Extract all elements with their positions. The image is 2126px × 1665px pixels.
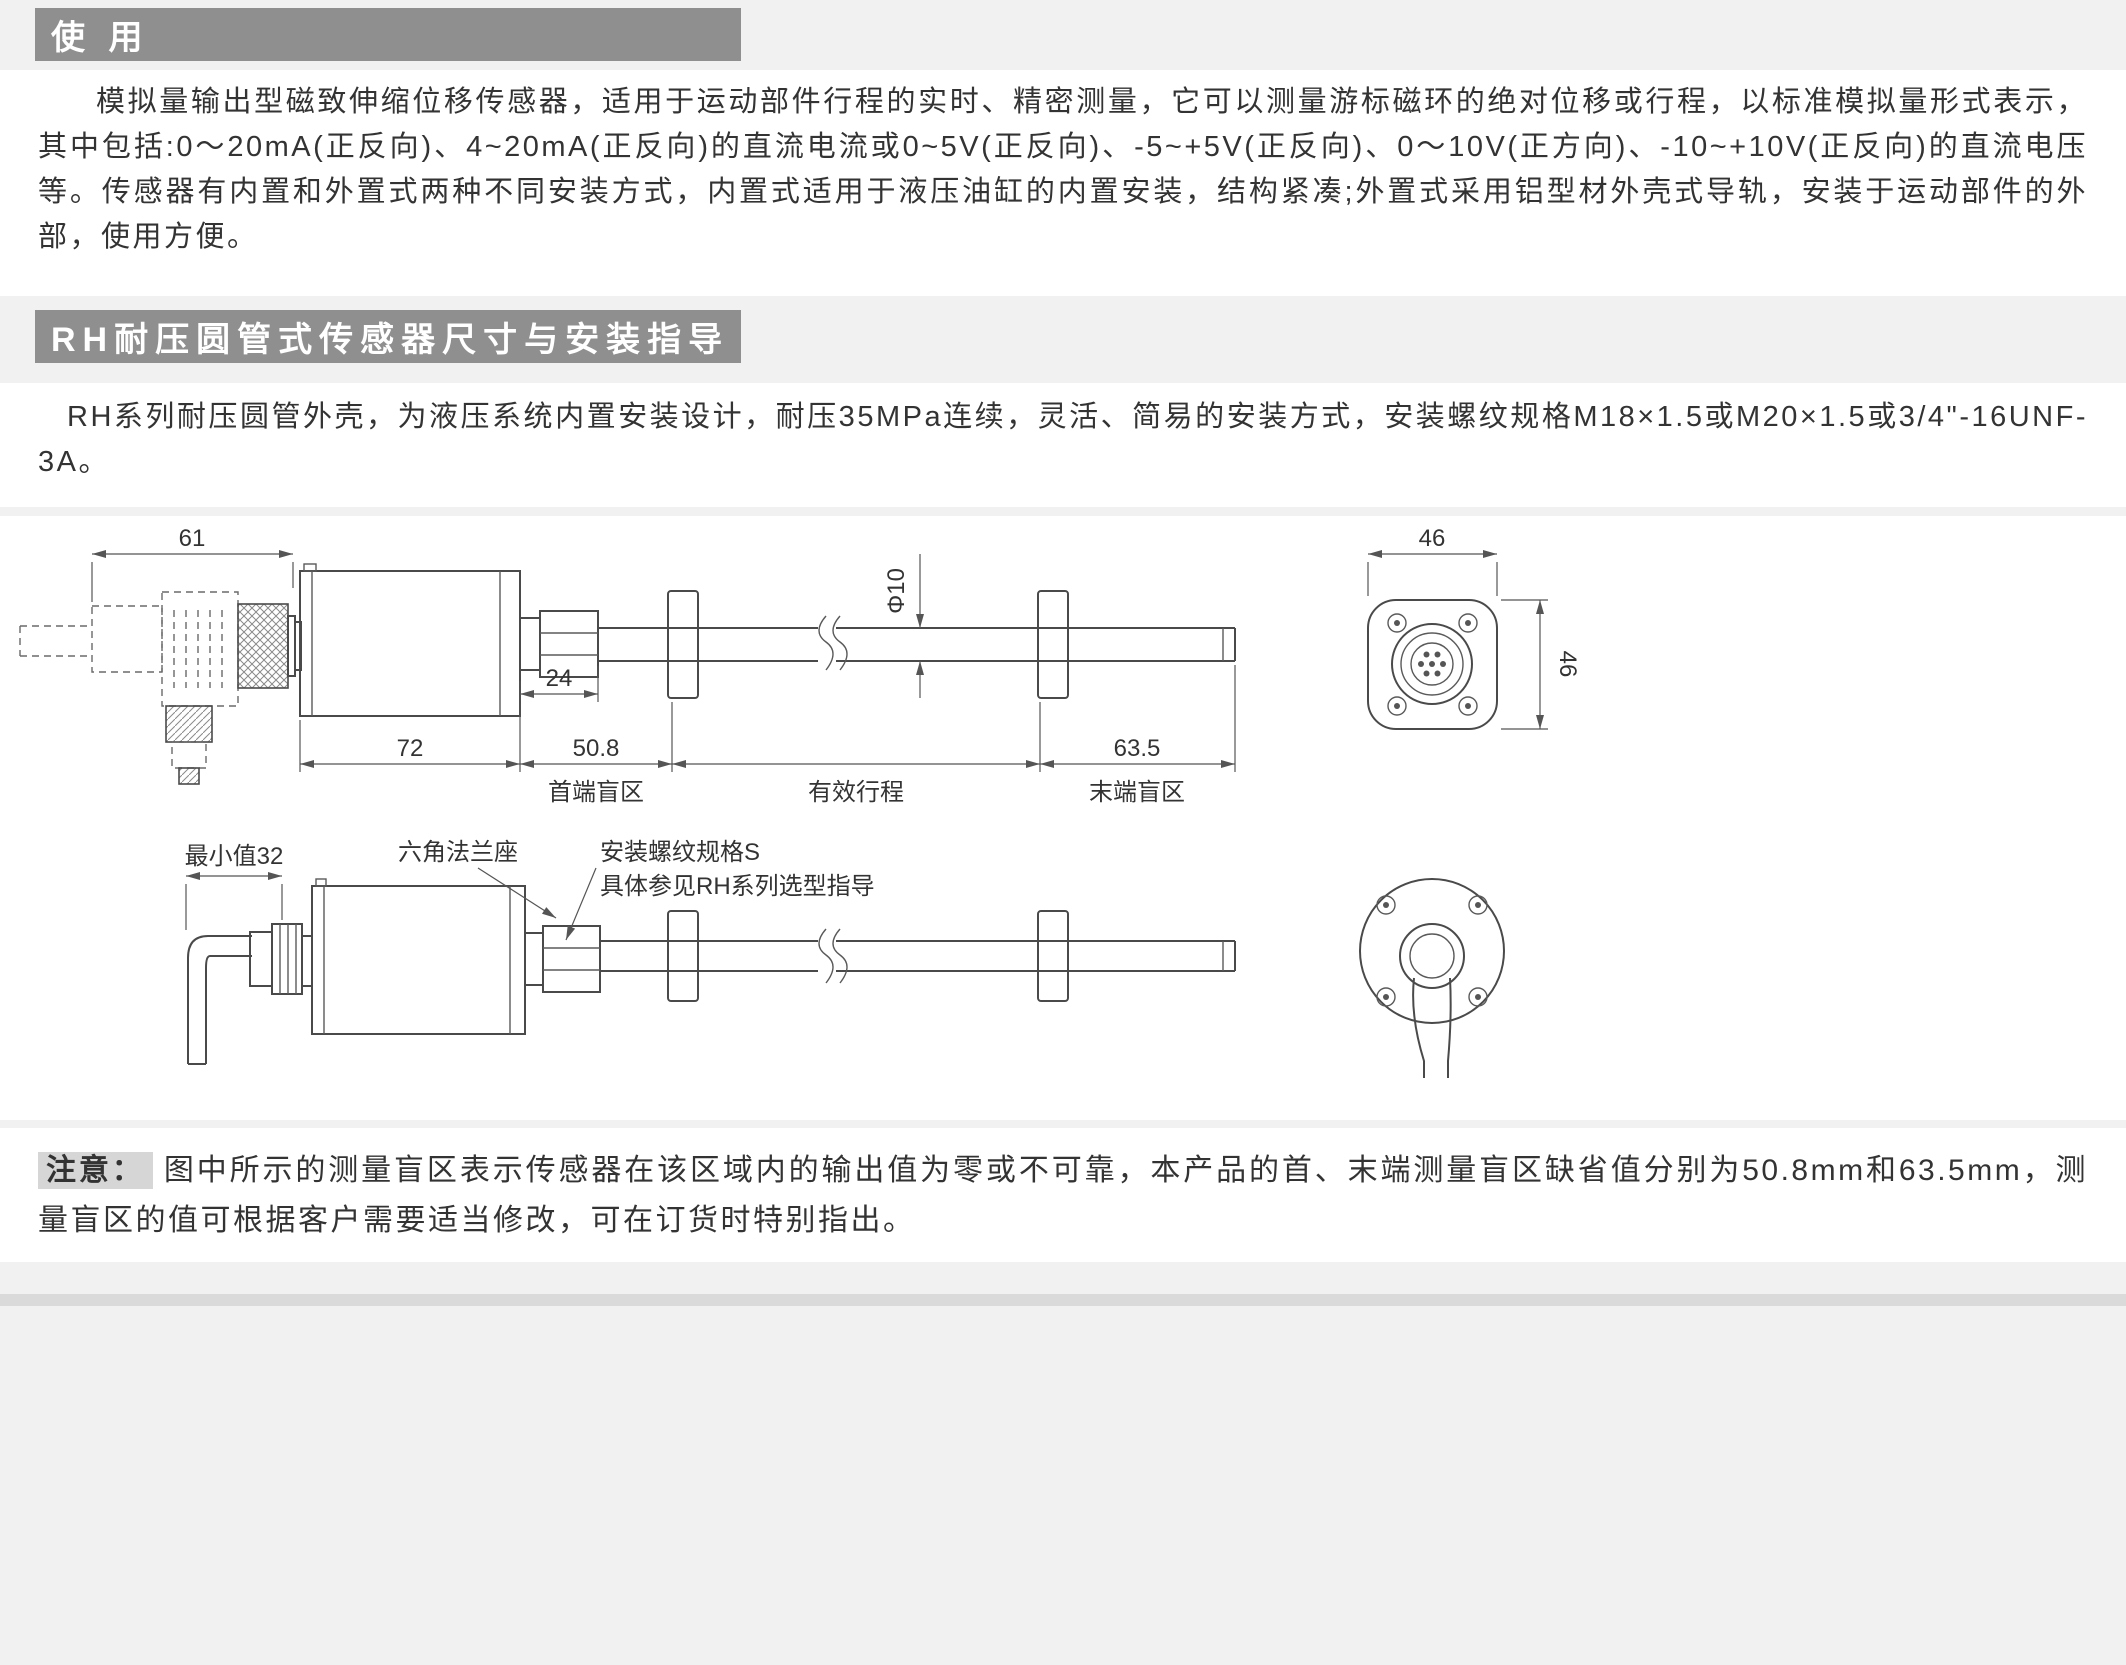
dim-46-side-text: 46	[1554, 651, 1581, 678]
dim-min32-text: 最小值32	[185, 843, 284, 870]
magnet-ring-2-bottom	[1037, 910, 1069, 1002]
sensor-rod-bottom	[600, 928, 1236, 984]
usage-section-header: 使 用	[35, 8, 741, 61]
hex-flange-bottom	[524, 925, 601, 993]
cable-gland	[249, 923, 313, 995]
dim-min32: 最小值32	[185, 843, 284, 930]
usage-text-block: 模拟量输出型磁致伸缩位移传感器，适用于运动部件行程的实时、精密测量，它可以测量游…	[0, 70, 2126, 296]
cable-elbow	[187, 935, 252, 1065]
rh-header-title: RH耐压圆管式传感器尺寸与安装指导	[51, 321, 730, 359]
note-block: 注意： 图中所示的测量盲区表示传感器在该区域内的输出值为零或不可靠，本产品的首、…	[0, 1128, 2126, 1262]
dim-61-text: 61	[179, 525, 206, 552]
dim-24-text: 24	[546, 665, 573, 692]
front-blind-label: 首端盲区	[548, 779, 644, 806]
dim-phi10-text: Φ10	[883, 568, 910, 614]
note-label: 注意：	[38, 1152, 153, 1189]
callout-thread-spec: 安装螺纹规格S 具体参见RH系列选型指导	[565, 839, 875, 941]
sensor-housing-top	[299, 563, 521, 717]
callout-hex-flange: 六角法兰座	[398, 839, 557, 919]
thread-spec-label: 安装螺纹规格S	[600, 839, 760, 866]
rh-paragraph: RH系列耐压圆管外壳，为液压系统内置安装设计，耐压35MPa连续，灵活、简易的安…	[38, 401, 2088, 478]
dim-24: 24	[519, 665, 599, 772]
end-view-top: 46 46	[1367, 525, 1581, 730]
sensor-housing-bottom	[311, 878, 526, 1035]
dimension-drawing: 61	[19, 525, 1581, 1078]
sensor-side-view-top: 61	[19, 525, 1236, 806]
connector-assembly-phantom	[19, 591, 302, 785]
dim-50-8-text: 50.8	[573, 735, 620, 762]
bottom-divider	[0, 1294, 2126, 1306]
magnet-ring-2-top	[1037, 590, 1069, 699]
dim-row: 72 50.8 63.5 首端盲区 有效行程 末端盲区	[299, 665, 1236, 806]
end-blind-label: 末端盲区	[1089, 779, 1185, 806]
rh-section-header: RH耐压圆管式传感器尺寸与安装指导	[35, 310, 741, 363]
dim-61: 61	[91, 525, 294, 602]
usage-header-title: 使 用	[51, 19, 150, 57]
hex-flange-label: 六角法兰座	[398, 839, 518, 866]
thread-ref-label: 具体参见RH系列选型指导	[600, 873, 875, 900]
dim-46-side: 46	[1501, 599, 1581, 730]
end-view-bottom	[1359, 878, 1505, 1078]
magnet-ring-1-top	[667, 590, 699, 699]
magnet-ring-1-bottom	[667, 910, 699, 1002]
note-text: 图中所示的测量盲区表示传感器在该区域内的输出值为零或不可靠，本产品的首、末端测量…	[38, 1154, 2088, 1237]
sensor-side-view-bottom: 最小值32	[185, 839, 1236, 1065]
diagram-block: 61	[0, 516, 2126, 1120]
dim-46-top: 46	[1367, 525, 1498, 596]
dim-63-5-text: 63.5	[1114, 735, 1161, 762]
sensor-rod-top	[598, 615, 1236, 671]
dim-72-text: 72	[397, 735, 424, 762]
hex-flange-top	[519, 610, 599, 678]
dim-46-top-text: 46	[1419, 525, 1446, 552]
usage-paragraph: 模拟量输出型磁致伸缩位移传感器，适用于运动部件行程的实时、精密测量，它可以测量游…	[38, 86, 2088, 253]
note-paragraph: 注意： 图中所示的测量盲区表示传感器在该区域内的输出值为零或不可靠，本产品的首、…	[38, 1146, 2088, 1246]
rh-text-block: RH系列耐压圆管外壳，为液压系统内置安装设计，耐压35MPa连续，灵活、简易的安…	[0, 383, 2126, 507]
dim-phi10: Φ10	[883, 554, 924, 698]
effective-stroke-label: 有效行程	[808, 779, 904, 806]
